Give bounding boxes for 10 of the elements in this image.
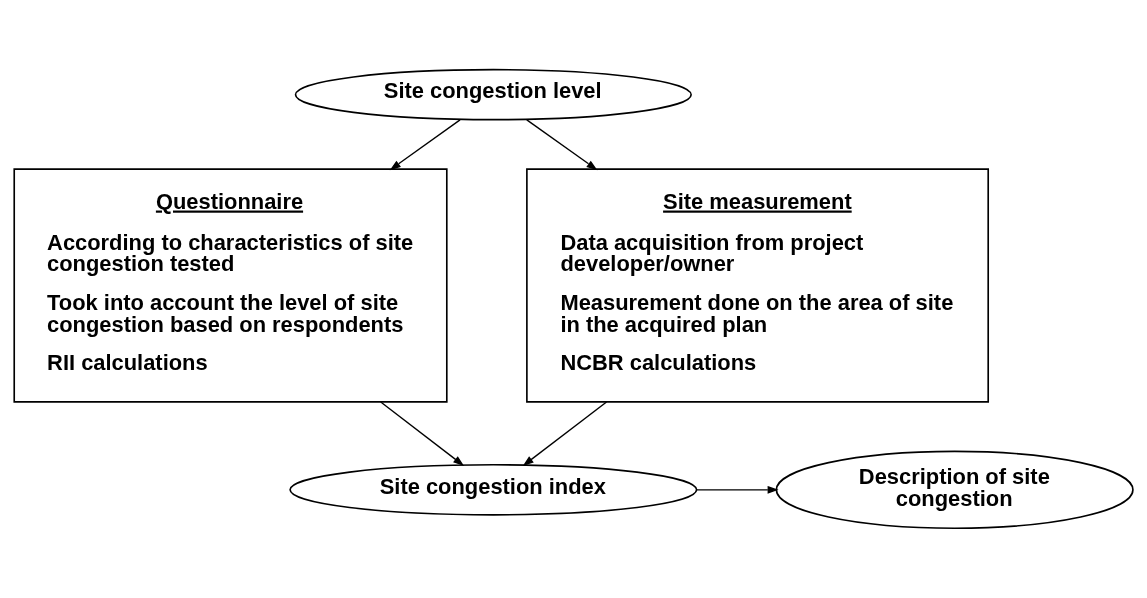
arrow <box>389 119 461 171</box>
arrow <box>380 401 465 466</box>
node-ellipse: Site congestion level <box>294 68 692 121</box>
node-box: Questionnaire According to characteristics of site congestion tested Took into account the level of site congestion based on respondents RII calculations <box>13 168 448 403</box>
arrow <box>696 485 779 494</box>
node-ellipse: Description of site congestion <box>775 450 1134 530</box>
node-ellipse: Site congestion index <box>289 464 698 516</box>
arrow <box>522 401 608 466</box>
arrow <box>526 119 598 171</box>
node-box: Site measurement Data acquisition from project developer/owner Measurement done on the area of site in the acquired plan NCBR calculations <box>526 168 990 403</box>
